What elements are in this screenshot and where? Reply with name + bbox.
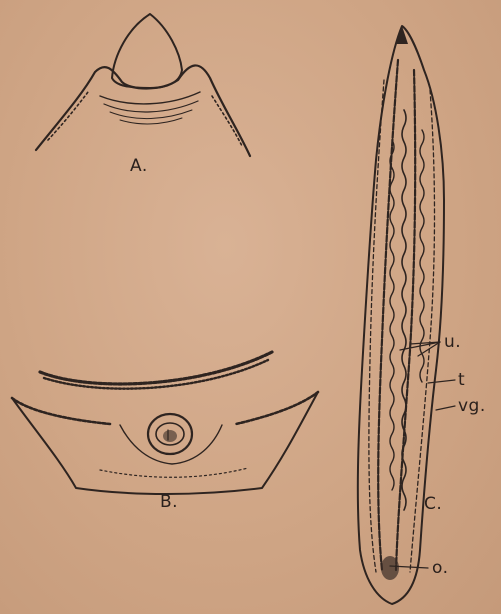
figure-a-drawing xyxy=(36,14,250,156)
figure-c-drawing xyxy=(358,26,455,604)
label-t: t xyxy=(458,370,465,390)
label-vg: vg. xyxy=(458,396,486,416)
figure-b-drawing xyxy=(12,352,318,494)
figure-a-label: A. xyxy=(130,156,148,176)
figure-c-label: C. xyxy=(424,494,442,514)
label-o: o. xyxy=(432,558,449,578)
figure-b-label: B. xyxy=(160,492,178,512)
label-u: u. xyxy=(444,332,461,352)
